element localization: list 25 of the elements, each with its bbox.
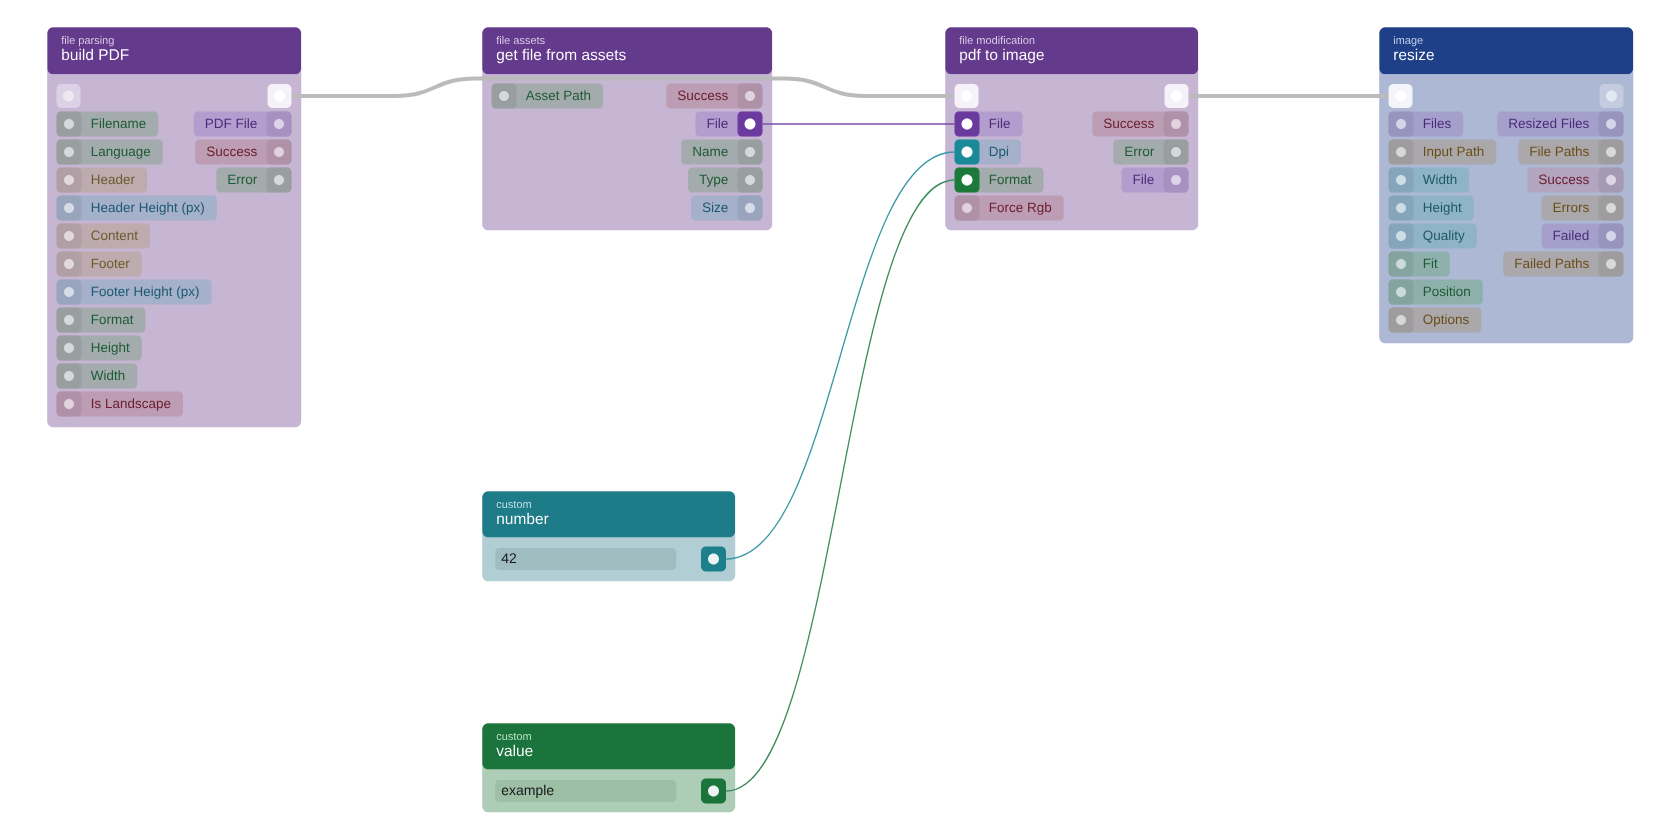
wire [725,179,956,792]
category-label: file modification [959,36,1035,45]
input-field: 42 [495,548,677,570]
node-title: value [496,744,533,757]
node-title: number [497,512,549,525]
category-label: custom [496,732,531,741]
wire [1188,94,1389,98]
wire [725,151,956,560]
node-title: get file from assets [496,48,626,64]
input-field: example [495,780,677,802]
category-label: file assets [496,36,545,45]
node-title: pdf to image [960,48,1044,64]
category-label: file parsing [61,36,114,47]
exec-port [1599,84,1624,108]
category-label: image [1393,36,1423,47]
exec-port [1388,84,1413,108]
node-title: resize [1394,48,1434,61]
exec-port [954,84,979,108]
exec-port [1164,84,1189,108]
node-title: build PDF [62,48,129,61]
exec-port [267,84,292,108]
exec-port [56,84,81,108]
wire [291,76,955,98]
category-label: custom [496,500,531,509]
wire [761,123,956,125]
